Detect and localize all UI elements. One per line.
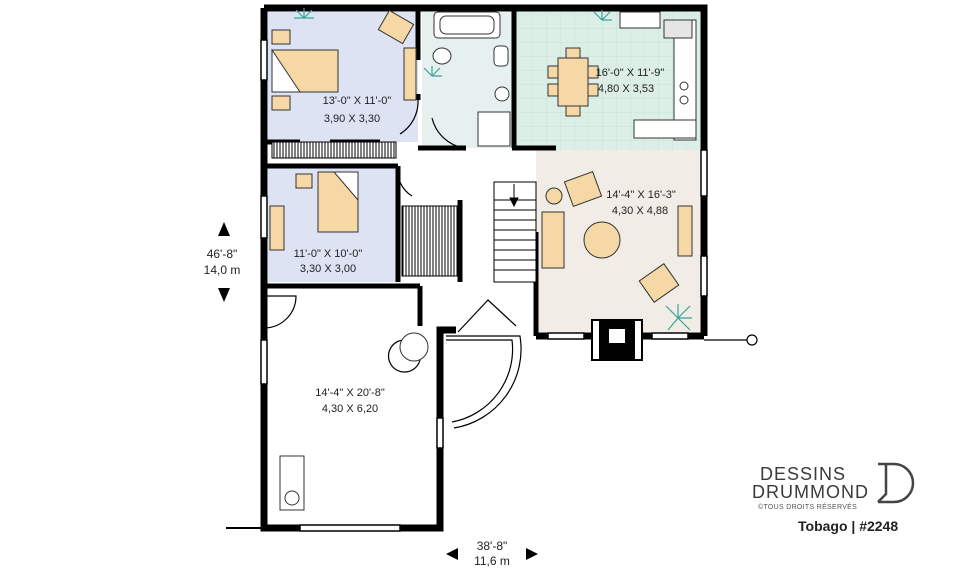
plan-name-label: Tobago | #2248: [798, 518, 899, 534]
drummond-logo-icon: [877, 462, 915, 504]
kitchen-dims-metric: 4,80 X 3,53: [598, 83, 654, 95]
depth-dimension: [218, 222, 230, 302]
living-room-dims-imperial: 14'-4" X 16'-3": [606, 189, 676, 201]
interior-walls: [264, 8, 556, 336]
master-bedroom-furniture: [271, 9, 417, 111]
hall-closet: [401, 205, 459, 277]
bedroom-2-furniture: [269, 171, 359, 251]
kitchen-dims-imperial: 16'-0" X 11'-9": [596, 67, 665, 79]
garage-dims-metric: 4,30 X 6,20: [322, 403, 378, 415]
window-marks: [260, 39, 708, 532]
living-room-furniture: [541, 171, 693, 303]
closet-rod: [271, 141, 397, 159]
width-metric: 11,6 m: [474, 554, 510, 568]
bathroom-fixtures: [432, 11, 511, 147]
entry-porch: [446, 334, 758, 429]
bedroom-2-dims-metric: 3,30 X 3,00: [300, 263, 356, 275]
kitchen-counters: [619, 11, 697, 141]
kitchen-furniture: [547, 47, 599, 117]
depth-metric: 14,0 m: [204, 263, 241, 277]
staircase: [493, 181, 537, 283]
door-swings: [263, 99, 517, 373]
width-imperial: 38'-8": [477, 539, 508, 553]
bedroom-2-dims-imperial: 11'-0" X 10'-0": [294, 248, 363, 260]
brand-name-line2: DRUMMOND: [752, 482, 869, 502]
fireplace: [591, 319, 643, 361]
garage-items: [226, 332, 429, 529]
brand-name-line1: DESSINS: [760, 464, 847, 484]
living-room-dims-metric: 4,30 X 4,88: [612, 205, 668, 217]
master-bedroom-dims-metric: 3,90 X 3,30: [324, 113, 380, 125]
master-bedroom-dims-imperial: 13'-0" X 11'-0": [323, 95, 392, 107]
plant-icons: [294, 8, 692, 331]
garage-dims-imperial: 14'-4" X 20'-8": [315, 387, 385, 399]
width-dimension: [446, 548, 538, 560]
depth-imperial: 46'-8": [207, 247, 238, 261]
brand-rights-notice: ©TOUS DROITS RÉSERVÉS: [758, 504, 858, 511]
